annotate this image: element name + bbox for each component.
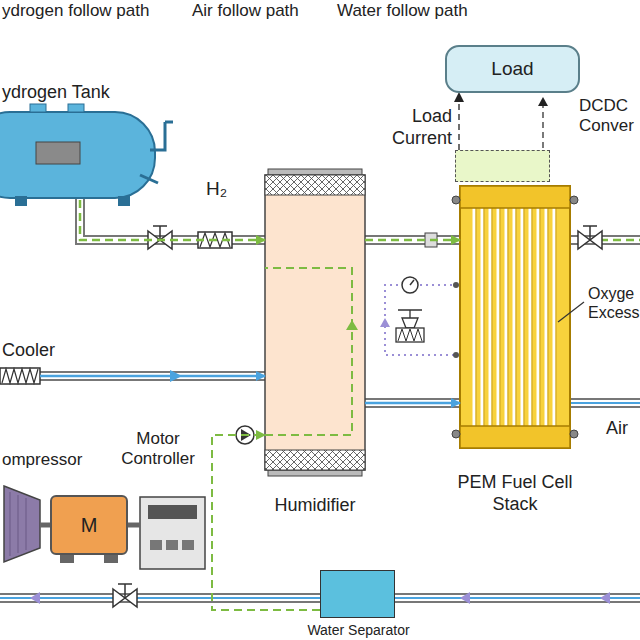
stack-fin — [553, 208, 556, 426]
flow-connector — [458, 93, 459, 150]
stack-fin — [513, 208, 516, 426]
signal-label: Load Current — [388, 106, 452, 149]
converter-box: DCDC Conver — [455, 150, 550, 182]
stack-fin — [489, 208, 492, 426]
flow-connector — [212, 435, 320, 610]
stack-fin — [524, 208, 525, 426]
separator-box: Water Separator — [320, 570, 395, 618]
stack-fin — [484, 208, 485, 426]
controller-node: Motor Controller — [140, 497, 205, 569]
compressor-symbol — [4, 486, 40, 562]
node-heading: ompressor — [2, 450, 102, 470]
load-box: Load — [445, 45, 580, 93]
motor-box: M — [50, 495, 128, 555]
callout-label: Oxyge Excess — [588, 284, 638, 322]
stack-fin — [476, 208, 477, 426]
stack-fin — [545, 208, 548, 426]
stack-fin — [532, 208, 533, 426]
leader-line — [558, 302, 584, 322]
stack-node: PEM Fuel Cell Stack — [460, 186, 570, 448]
flow-connector — [365, 402, 460, 405]
node-heading: Water Separator — [281, 622, 436, 639]
stack-fin — [537, 208, 540, 426]
node-heading: Cooler — [2, 340, 82, 362]
compressor-node: ompressor — [4, 486, 40, 562]
flow-connector — [365, 239, 460, 242]
legend-text: Water follow path — [337, 1, 468, 21]
stack-fin — [481, 208, 484, 426]
stack-fin — [505, 208, 508, 426]
cooler-node: Cooler — [0, 368, 40, 384]
humidifier-node: Humidifier — [265, 175, 365, 470]
stack-fin — [508, 208, 509, 426]
legend-text: Air follow path — [192, 1, 299, 21]
flow-connector — [40, 523, 50, 528]
edge-label: H₂ — [204, 178, 229, 201]
stack-fin — [521, 208, 524, 426]
stack-fin — [529, 208, 532, 426]
flow-connector — [40, 375, 265, 378]
stack-fin — [516, 208, 517, 426]
legend-text: ydrogen follow path — [2, 1, 149, 21]
node-heading: DCDC Conver — [579, 96, 639, 137]
node-heading: Humidifier — [245, 495, 385, 517]
node-heading: PEM Fuel Cell Stack — [445, 472, 585, 515]
flow-label: Air — [606, 418, 636, 440]
node-heading: ydrogen Tank — [2, 82, 152, 104]
hydrogen-tank — [0, 104, 173, 206]
control-loop — [380, 233, 459, 358]
tank-node: ydrogen Tank — [0, 112, 160, 200]
node-text: M — [81, 513, 98, 537]
flow-connector — [80, 200, 265, 240]
stack-fin — [473, 208, 476, 426]
stack-fin — [540, 208, 541, 426]
humidifier-body — [265, 169, 365, 476]
node-text: Load — [491, 58, 533, 81]
stack-fin — [548, 208, 549, 426]
motor-parts — [60, 555, 118, 563]
motor-controller-device — [140, 497, 205, 569]
stack-fin — [556, 208, 557, 426]
fuel-cell-stack — [452, 186, 578, 448]
stack-fin — [492, 208, 493, 426]
stack-fin — [497, 208, 500, 426]
stack-fin — [500, 208, 501, 426]
node-heading: Motor Controller — [98, 429, 218, 470]
flow-connector — [128, 523, 140, 528]
